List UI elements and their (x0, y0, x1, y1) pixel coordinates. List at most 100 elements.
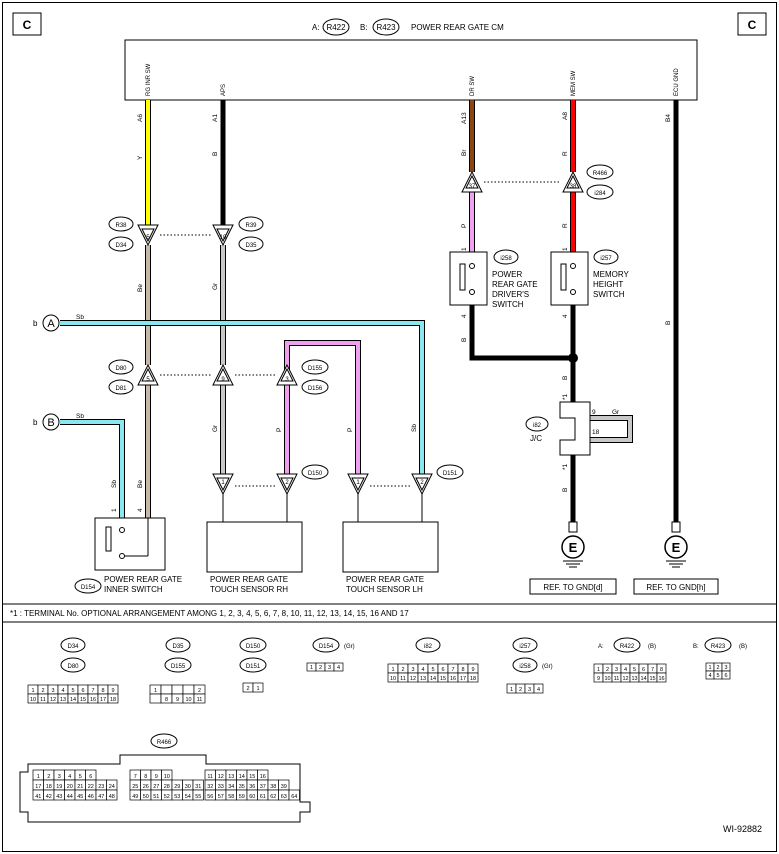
line-a-color: Sb (76, 314, 84, 321)
legend-d35: D35 (172, 644, 184, 650)
svg-text:6: 6 (724, 673, 727, 679)
title-b-code: R423 (376, 23, 396, 32)
legend-r423-prefix: B: (693, 644, 699, 650)
line-a-letter: A (47, 318, 55, 330)
svg-text:5: 5 (71, 688, 74, 694)
title-name: POWER REAR GATE CM (411, 23, 504, 32)
svg-text:59: 59 (239, 794, 245, 800)
svg-text:16: 16 (260, 774, 266, 780)
wire-annotations: A6 Y Be Be 4 A1 B Gr Gr POWER REAR GATE … (111, 112, 672, 512)
label-i257: i257 (600, 256, 612, 262)
svg-text:63: 63 (281, 794, 287, 800)
legend-i257: i257 (519, 644, 531, 650)
drivers-switch-name-2: REAR GATE (492, 280, 538, 289)
inner-switch: POWER REAR GATE INNER SWITCH (94, 517, 182, 594)
label-r38: R38 (115, 223, 127, 229)
svg-text:58: 58 (228, 794, 234, 800)
svg-text:22: 22 (88, 784, 94, 790)
svg-text:60: 60 (249, 794, 255, 800)
svg-text:6: 6 (89, 774, 92, 780)
wire-dr-sw (469, 100, 573, 361)
svg-text:61: 61 (260, 794, 266, 800)
svg-text:1: 1 (154, 688, 157, 694)
color-b-mem-1: B (562, 376, 569, 380)
pin-a1: A1 (212, 114, 219, 122)
r466-outline (19, 754, 311, 823)
pin-r39: 10 (220, 235, 227, 241)
color-p-touch-lh: P (347, 428, 354, 432)
drivers-switch-name-4: SWITCH (492, 300, 524, 309)
svg-text:5: 5 (716, 673, 719, 679)
svg-text:5: 5 (431, 667, 434, 673)
pin-b4: B4 (665, 114, 672, 122)
svg-text:10: 10 (390, 676, 396, 682)
legend-r422-color: (B) (648, 644, 656, 650)
pin-d150-left: 1 (221, 480, 225, 486)
joint-connector-i82: 9 Gr 18 J/C (530, 401, 620, 456)
svg-text:14: 14 (640, 676, 646, 682)
section-letter: C (748, 18, 757, 32)
svg-text:12: 12 (410, 676, 416, 682)
svg-text:52: 52 (164, 794, 170, 800)
label-d80: D80 (115, 366, 127, 372)
svg-text:16: 16 (450, 676, 456, 682)
svg-text:8: 8 (144, 774, 147, 780)
svg-text:36: 36 (249, 784, 255, 790)
svg-text:10: 10 (164, 774, 170, 780)
ref-gnd-h: REF. TO GND[h] (646, 583, 705, 592)
legend-labels: D34 D80 D35 D155 D150 D151 D154 (Gr) i82… (60, 637, 747, 749)
svg-text:2: 2 (47, 774, 50, 780)
svg-text:41: 41 (35, 794, 41, 800)
svg-text:15: 15 (80, 697, 86, 703)
label-d155: D155 (308, 366, 323, 372)
svg-text:19: 19 (56, 784, 62, 790)
pin-label-rg-inr-sw: RG INR SW (146, 63, 152, 96)
color-r-2: R (562, 223, 569, 228)
svg-text:42: 42 (46, 794, 52, 800)
svg-text:2: 2 (198, 688, 201, 694)
label-i284: i284 (594, 191, 606, 197)
pin-a8: A8 (562, 112, 569, 120)
svg-text:16: 16 (658, 676, 664, 682)
svg-text:48: 48 (109, 794, 115, 800)
svg-text:18: 18 (46, 784, 52, 790)
svg-text:1: 1 (597, 667, 600, 673)
svg-text:17: 17 (35, 784, 41, 790)
svg-text:54: 54 (185, 794, 191, 800)
svg-text:35: 35 (239, 784, 245, 790)
svg-text:11: 11 (614, 676, 620, 682)
svg-text:24: 24 (109, 784, 115, 790)
svg-text:13: 13 (228, 774, 234, 780)
svg-text:39: 39 (281, 784, 287, 790)
svg-text:2: 2 (319, 665, 322, 671)
wire-line-b (60, 419, 125, 518)
svg-text:9: 9 (155, 774, 158, 780)
color-br: Br (461, 149, 468, 156)
svg-text:3: 3 (724, 665, 727, 671)
svg-text:6: 6 (81, 688, 84, 694)
label-i82: i82 (533, 423, 542, 429)
svg-text:49: 49 (132, 794, 138, 800)
title-a-code: R422 (326, 23, 346, 32)
svg-text:1: 1 (31, 688, 34, 694)
svg-text:55: 55 (195, 794, 201, 800)
label-d151: D151 (443, 471, 458, 477)
touch-sensor-rh: POWER REAR GATE TOUCH SENSOR RH (206, 521, 303, 594)
pin-d155-right: 3 (285, 377, 289, 383)
i82-color-gr: Gr (612, 409, 620, 416)
svg-text:10: 10 (604, 676, 610, 682)
svg-text:15: 15 (249, 774, 255, 780)
svg-text:16: 16 (90, 697, 96, 703)
pin-d151-right: 2 (420, 480, 424, 486)
svg-text:1: 1 (256, 686, 259, 692)
svg-text:7: 7 (451, 667, 454, 673)
memory-switch-name-2: HEIGHT (593, 280, 623, 289)
svg-text:2: 2 (41, 688, 44, 694)
pin-label-aps: APS (221, 84, 227, 96)
svg-text:56: 56 (207, 794, 213, 800)
svg-text:14: 14 (430, 676, 436, 682)
line-a-prefix: b (33, 319, 38, 328)
svg-text:2: 2 (519, 687, 522, 693)
